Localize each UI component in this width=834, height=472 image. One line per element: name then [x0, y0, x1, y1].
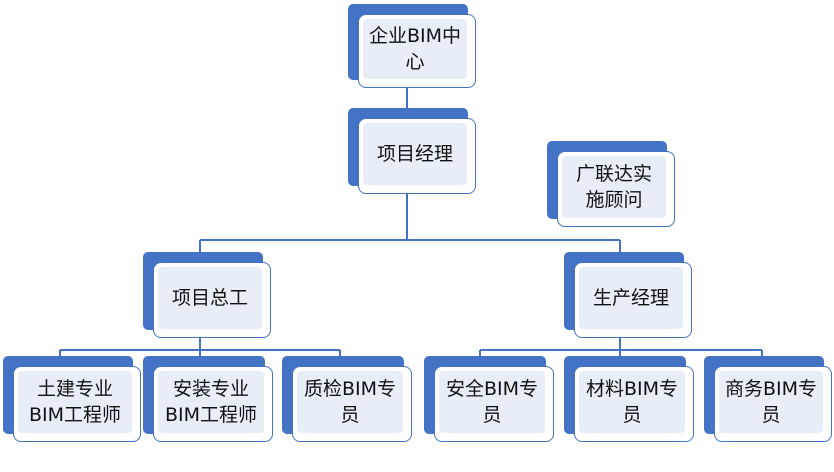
node-material-specialist: 材料BIM专 员	[564, 356, 694, 442]
node-production-manager: 生产经理	[564, 252, 692, 338]
node-qc-specialist: 质检BIM专 员	[282, 356, 412, 442]
node-center-label: 企业BIM中 心	[363, 19, 467, 79]
node-material-specialist-label: 材料BIM专 员	[579, 371, 685, 433]
node-safety-specialist-label: 安全BIM专 员	[439, 371, 545, 433]
node-consultant: 广联达实 施顾问	[547, 141, 675, 227]
node-install-engineer-label: 安装专业 BIM工程师	[158, 371, 264, 433]
node-production-manager-label: 生产经理	[579, 267, 683, 329]
node-project-manager: 项目经理	[348, 108, 476, 194]
node-safety-specialist: 安全BIM专 员	[424, 356, 554, 442]
node-business-specialist: 商务BIM专 员	[704, 356, 832, 442]
node-install-engineer: 安装专业 BIM工程师	[143, 356, 273, 442]
node-civil-engineer: 土建专业 BIM工程师	[3, 356, 141, 442]
node-center: 企业BIM中 心	[348, 4, 476, 88]
node-chief-engineer: 项目总工	[143, 252, 271, 338]
node-business-specialist-label: 商务BIM专 员	[719, 371, 823, 433]
node-qc-specialist-label: 质检BIM专 员	[297, 371, 403, 433]
node-project-manager-label: 项目经理	[363, 123, 467, 185]
node-chief-engineer-label: 项目总工	[158, 267, 262, 329]
node-civil-engineer-label: 土建专业 BIM工程师	[18, 371, 132, 433]
node-consultant-label: 广联达实 施顾问	[562, 156, 666, 218]
